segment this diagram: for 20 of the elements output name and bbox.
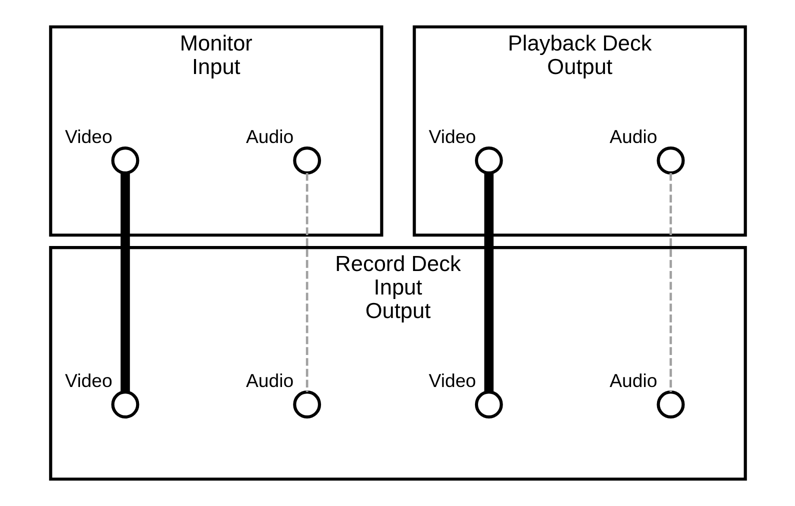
node-circle — [474, 146, 502, 175]
node-circle — [656, 390, 684, 419]
connector — [484, 173, 494, 392]
node-label: Audio — [609, 370, 657, 391]
node-circle — [292, 146, 321, 175]
node-label: Video — [64, 370, 112, 391]
connector — [305, 173, 308, 392]
node-label: Video — [428, 370, 476, 391]
connector — [120, 173, 130, 392]
node-circle — [292, 390, 321, 419]
node-circle — [656, 146, 684, 175]
connector — [669, 173, 672, 392]
node-circle — [474, 390, 502, 419]
node-label: Audio — [245, 126, 294, 147]
node-circle — [110, 390, 139, 419]
node-circle — [110, 146, 139, 175]
node-label: Audio — [245, 370, 294, 391]
node-label: Audio — [609, 126, 657, 147]
node-label: Video — [64, 126, 112, 147]
node-label: Video — [428, 126, 476, 147]
